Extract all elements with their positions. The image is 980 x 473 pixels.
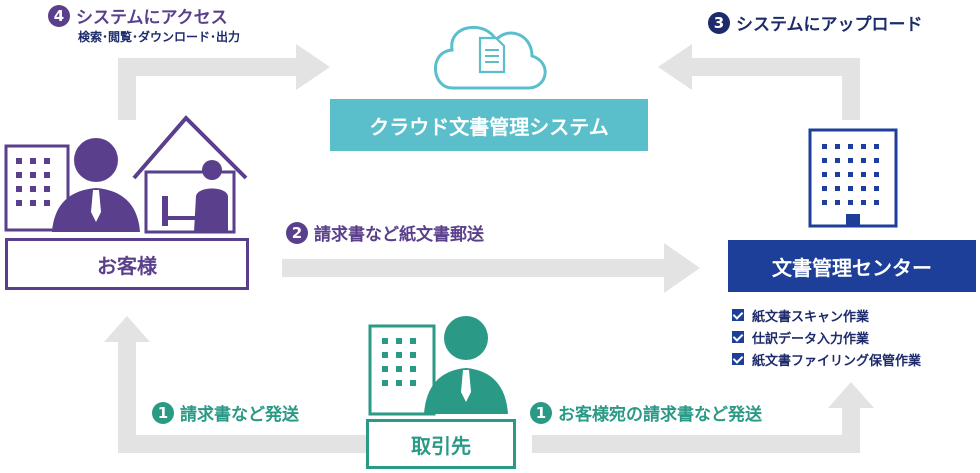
home-worker-icon — [132, 115, 248, 234]
vendor-businessman-icon — [424, 316, 508, 414]
customer-box: お客様 — [5, 238, 249, 290]
step-access-label: 4 システムにアクセス — [48, 3, 228, 28]
step-number-badge: 1 — [152, 401, 174, 424]
arrow-upload-system — [658, 44, 860, 120]
step-upload-label: 3 システムにアップロード — [708, 10, 923, 35]
step-number-badge: 3 — [708, 11, 730, 34]
task-label: 紙文書ファイリング保管作業 — [752, 353, 922, 369]
step-title: 請求書など発送 — [180, 405, 299, 425]
cloud-system-box: クラウド文書管理システム — [330, 99, 648, 151]
arrow-vendor-to-customer — [104, 316, 370, 453]
task-label: 仕訳データ入力作業 — [752, 331, 870, 347]
step-mail-label: 2 請求書など紙文書郵送 — [286, 220, 484, 245]
arrow-vendor-to-center — [532, 382, 874, 453]
vendor-label: 取引先 — [411, 433, 471, 458]
checkbox-icon — [732, 309, 744, 321]
businessman-icon — [52, 138, 140, 232]
step-title: システムにアクセス — [76, 8, 228, 28]
step-send-to-customer-label: 1 お客様宛の請求書など発送 — [530, 400, 762, 425]
step-title: 請求書など紙文書郵送 — [314, 225, 484, 245]
step-number-badge: 4 — [48, 4, 70, 27]
customer-label: お客様 — [97, 253, 157, 278]
document-center-box: 文書管理センター — [728, 240, 976, 292]
step-number-badge: 2 — [286, 221, 308, 244]
center-task-list: 紙文書スキャン作業 仕訳データ入力作業 紙文書ファイリング保管作業 — [732, 304, 921, 370]
arrow-access-system — [118, 44, 330, 120]
center-building-icon — [808, 128, 898, 228]
task-item: 仕訳データ入力作業 — [732, 326, 921, 348]
checkbox-icon — [732, 353, 744, 365]
task-item: 紙文書ファイリング保管作業 — [732, 348, 921, 370]
task-label: 紙文書スキャン作業 — [752, 309, 870, 325]
vendor-building-icon — [368, 324, 436, 416]
step-send-invoice-label: 1 請求書など発送 — [152, 400, 299, 425]
vendor-box: 取引先 — [366, 419, 516, 469]
arrow-mail-documents — [282, 243, 700, 293]
step-subtitle: 検索･閲覧･ダウンロード･出力 — [78, 30, 241, 44]
task-item: 紙文書スキャン作業 — [732, 304, 921, 326]
step-number-badge: 1 — [530, 401, 552, 424]
checkbox-icon — [732, 331, 744, 343]
step-title: お客様宛の請求書など発送 — [558, 405, 762, 425]
cloud-system-label: クラウド文書管理システム — [369, 114, 609, 139]
cloud-document-icon — [434, 25, 547, 90]
step-access-sub: 検索･閲覧･ダウンロード･出力 — [78, 28, 240, 45]
document-center-label: 文書管理センター — [772, 255, 932, 280]
step-title: システムにアップロード — [736, 15, 923, 35]
